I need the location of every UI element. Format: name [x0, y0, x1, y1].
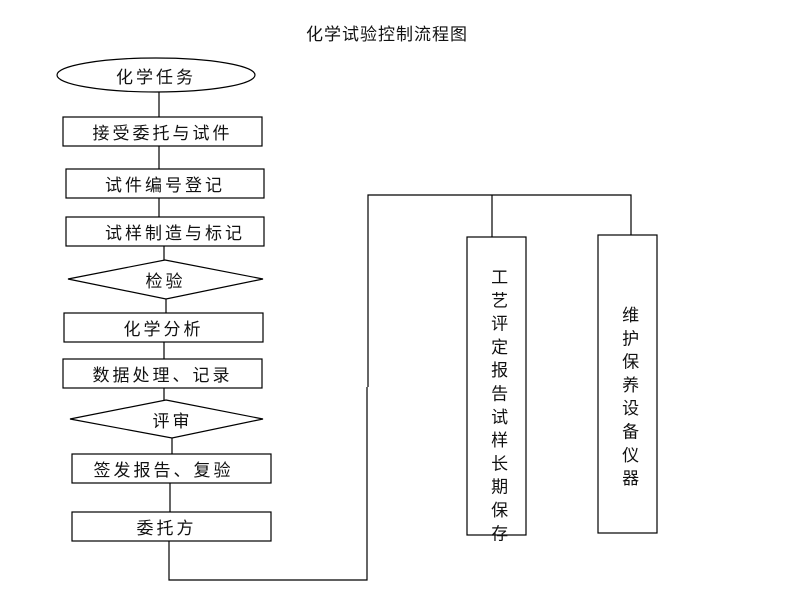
prepare-label: 试样制造与标记	[105, 224, 245, 244]
archive-box	[466, 236, 527, 536]
connector-branch-top	[367, 194, 632, 387]
maintain-label: 维护保养设备仪器	[598, 306, 657, 492]
prepare-box	[65, 216, 265, 247]
start-label: 化学任务	[116, 67, 196, 88]
analysis-label: 化学分析	[123, 320, 204, 340]
diagram-title: 化学试验控制流程图	[306, 25, 468, 45]
maintain-box	[597, 234, 658, 534]
accept-box	[62, 116, 263, 147]
data-box	[62, 358, 263, 389]
issue-label: 签发报告、复验	[93, 461, 234, 481]
client-box	[71, 511, 272, 542]
inspect-diamond	[67, 259, 264, 300]
data-label: 数据处理、记录	[92, 366, 233, 386]
analysis-box	[63, 312, 264, 343]
maintain-text: 维护保养设备仪器	[618, 306, 639, 493]
register-box	[65, 168, 265, 199]
archive-text: 工艺评定报告试样长期保存	[487, 268, 508, 548]
review-label: 评审	[152, 411, 193, 432]
issue-box	[71, 453, 272, 484]
client-label: 委托方	[136, 519, 197, 539]
start-ellipse	[56, 57, 256, 93]
connector-client-branch	[168, 387, 368, 581]
archive-label: 工艺评定报告试样长期保存	[467, 268, 526, 548]
inspect-label: 检验	[145, 272, 186, 292]
register-label: 试件编号登记	[105, 176, 225, 196]
accept-label: 接受委托与试件	[92, 124, 233, 144]
review-diamond	[69, 399, 264, 439]
